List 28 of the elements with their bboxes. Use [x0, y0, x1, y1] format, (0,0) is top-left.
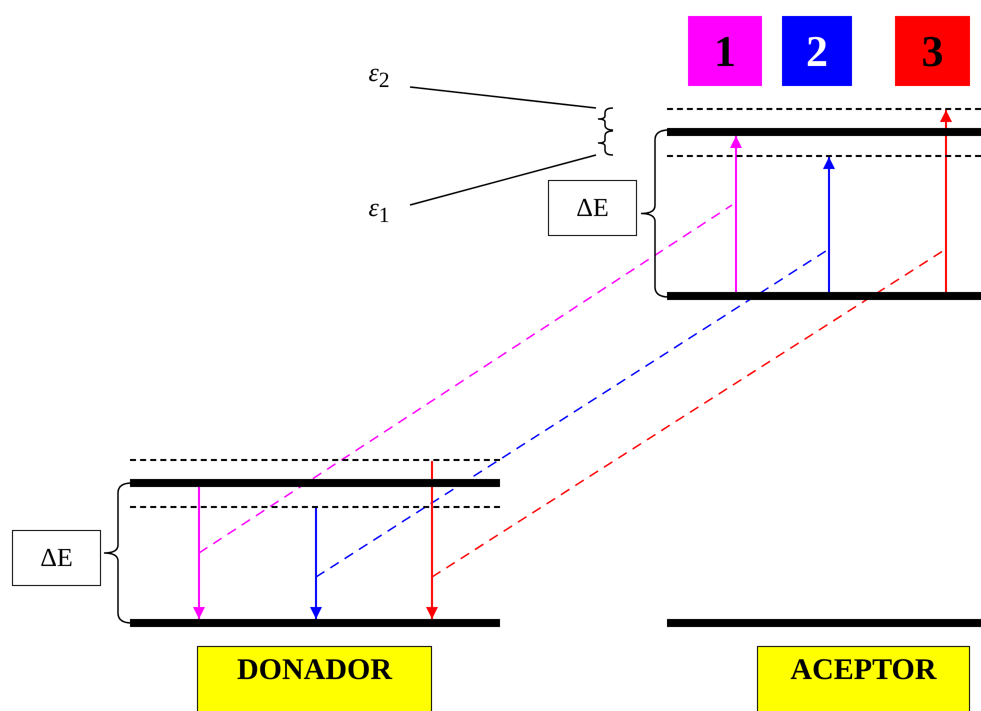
label-box: ACEPTOR [757, 646, 970, 711]
energy-level-bar [667, 619, 981, 627]
energy-level-bar [130, 479, 500, 487]
energy-level-bar [667, 128, 981, 136]
transition-arrow [193, 487, 205, 619]
dashed-level-line [667, 155, 981, 157]
small-brace [596, 130, 614, 156]
leader-line [410, 154, 596, 206]
energy-label: ε$_{1}$ [355, 193, 403, 229]
transition-arrow [823, 157, 835, 292]
number-box: 2 [782, 16, 852, 86]
dashed-level-line [130, 459, 500, 461]
delta-e-box: ΔE [12, 530, 101, 586]
delta-e-box: ΔE [548, 180, 637, 236]
leader-line [410, 86, 596, 109]
small-brace [596, 107, 614, 131]
energy-level-bar [130, 619, 500, 627]
number-box: 1 [688, 16, 762, 86]
transition-arrow [940, 110, 952, 292]
energy-label: ε$_{2}$ [355, 58, 403, 94]
label-box: DONADOR [197, 646, 432, 711]
dashed-level-line [667, 108, 981, 110]
energy-level-bar [667, 292, 981, 300]
transition-arrow [310, 508, 322, 619]
transition-arrow [730, 136, 742, 292]
number-box: 3 [895, 16, 970, 86]
transition-arrow [426, 461, 438, 619]
dashed-level-line [130, 506, 500, 508]
